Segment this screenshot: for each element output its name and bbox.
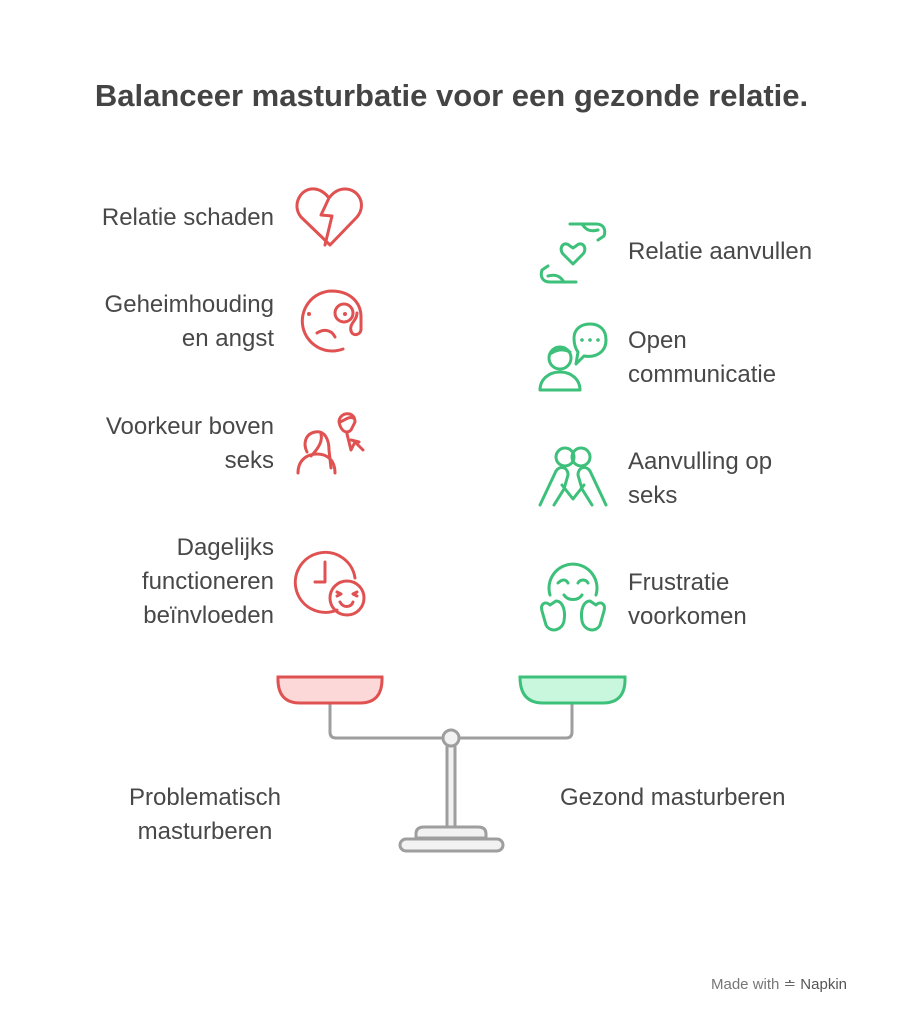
right-item-1: Relatie aanvullen [628,235,812,269]
left-label: Problematisch masturberen [100,781,310,849]
left-item-2: Geheimhouding en angst [105,288,274,356]
scale-base [398,837,505,853]
hands-heart-icon [539,222,607,284]
left-item-1: Relatie schaden [102,201,274,235]
text: Problematisch [128,784,282,811]
scale-base-top [414,825,488,840]
clock-stress-icon [293,550,366,617]
happy-face-icon [540,562,606,632]
napkin-logo-icon: ≐ [783,976,797,993]
person-speech-icon [538,322,608,392]
right-pan [518,675,627,705]
person-preference-icon [296,412,365,475]
text: Geheimhouding [104,291,274,318]
text: beïnvloeden [143,602,274,629]
text: masturberen [137,818,273,845]
brand: Napkin [800,976,847,993]
text: Frustratie [628,569,730,596]
text: Aanvulling op [628,448,773,475]
footer: Made with ≐ Napkin [711,975,847,993]
right-item-2: Open communicatie [628,324,776,392]
scale-pivot [441,728,461,748]
right-label: Gezond masturberen [560,781,785,815]
broken-heart-icon [295,187,363,247]
text: seks [628,482,678,509]
title: Balanceer masturbatie voor een gezonde r… [94,78,809,113]
left-pan [276,675,384,705]
text: Voorkeur boven [105,413,274,440]
couple-hug-icon [538,446,608,507]
scale-beam [328,703,574,740]
left-item-3: Voorkeur boven seks [106,410,274,478]
text: communicatie [628,361,777,388]
text: voorkomen [628,603,747,630]
text: Open [628,327,687,354]
worried-face-icon [300,289,363,353]
text: seks [224,447,274,474]
text: Relatie aanvullen [628,238,813,265]
text: Relatie schaden [101,204,274,231]
text: en angst [181,325,274,352]
right-item-3: Aanvulling op seks [628,445,772,513]
made-with-text: Made with [711,976,780,993]
text: Dagelijks [176,534,274,561]
text: functioneren [141,568,274,595]
left-item-4: Dagelijks functioneren beïnvloeden [142,531,274,633]
text: Gezond masturberen [560,784,786,811]
scale-pillar [445,742,457,830]
right-item-4: Frustratie voorkomen [628,566,747,634]
